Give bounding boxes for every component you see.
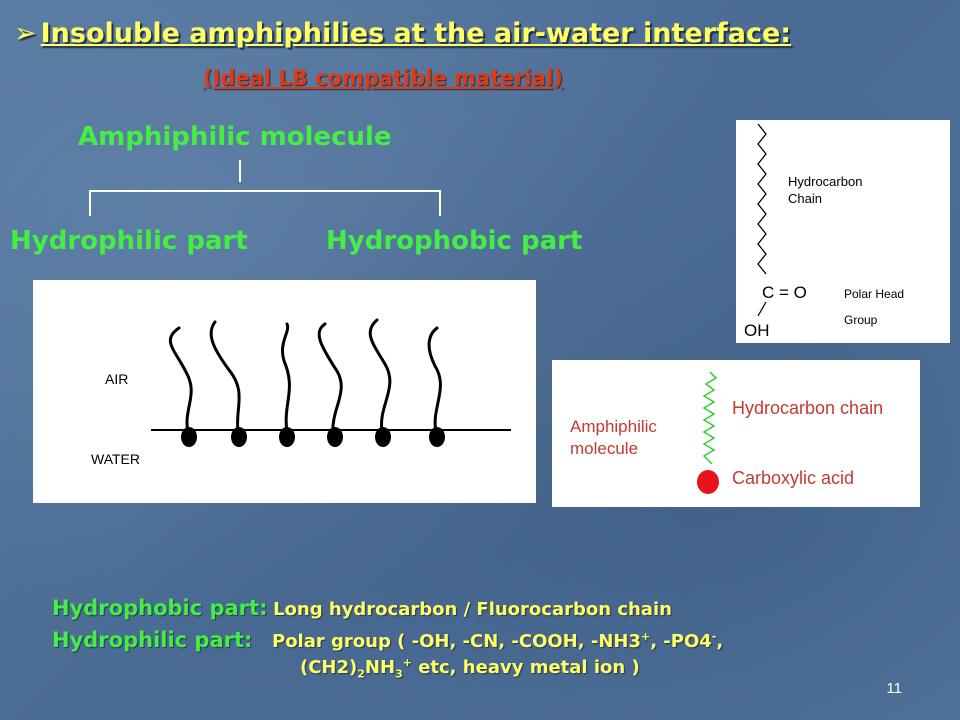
hydrophobic-line: Hydrophobic part: Long hydrocarbon / Flu… xyxy=(52,596,672,620)
amphiphilic-label-2: molecule xyxy=(570,439,638,458)
acid-figure: Amphiphilic molecule Hydrocarbon chain C… xyxy=(552,360,920,507)
hydroxyl-label: OH xyxy=(744,321,770,340)
head-6 xyxy=(429,427,445,447)
tree-bracket-right xyxy=(439,190,441,216)
hydrocarbon-label-2: Chain xyxy=(788,191,822,206)
slide-title: ➢Insoluble amphiphilies at the air-water… xyxy=(14,18,791,49)
polar-heads xyxy=(181,427,445,447)
chain-figure: C = O OH Hydrocarbon Chain Polar Head Gr… xyxy=(736,120,950,343)
hydrophilic-label: Hydrophilic part: xyxy=(52,628,253,652)
hydrophilic-line: Hydrophilic part: Polar group ( -OH, -CN… xyxy=(52,628,723,652)
amphiphile-tails xyxy=(168,318,442,435)
hydrophilic-value-b: , -PO4 xyxy=(650,631,712,652)
tail-2 xyxy=(209,320,241,434)
tail-4 xyxy=(317,322,343,435)
hydrophilic-value-a: Polar group ( -OH, -CN, -COOH, -NH3 xyxy=(272,631,641,652)
arrow-bullet-icon: ➢ xyxy=(14,18,37,49)
hydroxyl-bond xyxy=(757,301,767,317)
superscript-minus: - xyxy=(711,630,717,643)
subscript-2: 2 xyxy=(357,667,365,681)
monolayer-diagram: AIR WATER xyxy=(91,318,511,467)
head-1 xyxy=(181,427,197,447)
hydrophobic-value: Long hydrocarbon / Fluorocarbon chain xyxy=(273,599,672,620)
carboxylic-head xyxy=(697,470,719,494)
head-5 xyxy=(375,427,391,447)
polar-head-label-2: Group xyxy=(844,313,878,327)
carboxylic-acid-label: Carboxylic acid xyxy=(732,468,854,488)
monolayer-figure: AIR WATER xyxy=(33,280,536,503)
carbon-oxygen-label: C = O xyxy=(762,283,807,302)
head-4 xyxy=(327,427,343,447)
tail-5 xyxy=(368,318,392,434)
hydrophilic-value-line2: (CH2)2NH3+ etc, heavy metal ion ) xyxy=(300,656,640,681)
tree-bracket-left xyxy=(89,190,91,216)
tree-root-label: Amphiphilic molecule xyxy=(78,122,392,152)
slide-subtitle: (Ideal LB compatible material) xyxy=(203,66,563,90)
tail-1 xyxy=(168,326,193,435)
green-zigzag-chain xyxy=(702,371,718,465)
hydrophilic-value: Polar group ( -OH, -CN, -COOH, -NH3+, -P… xyxy=(272,630,724,652)
subscript-3: 3 xyxy=(395,667,403,681)
tail-6 xyxy=(427,326,442,434)
superscript-plus-2: + xyxy=(402,656,412,669)
superscript-plus: + xyxy=(640,630,651,643)
polar-head-label-1: Polar Head xyxy=(844,287,904,301)
tree-left-label: Hydrophilic part xyxy=(10,226,248,256)
acid-diagram: Amphiphilic molecule Hydrocarbon chain C… xyxy=(570,371,883,494)
air-label: AIR xyxy=(105,371,128,387)
head-2 xyxy=(231,427,247,447)
tree-right-label: Hydrophobic part xyxy=(326,226,583,256)
line3-c: etc, heavy metal ion ) xyxy=(411,657,640,678)
hydrocarbon-label-1: Hydrocarbon xyxy=(788,174,862,189)
tail-3 xyxy=(281,322,291,434)
hydrocarbon-chain-label: Hydrocarbon chain xyxy=(732,398,883,418)
water-label: WATER xyxy=(91,451,140,467)
hydrophilic-value-c: , xyxy=(716,631,724,652)
chain-diagram: C = O OH Hydrocarbon Chain Polar Head Gr… xyxy=(744,123,904,340)
tree-bracket-horizontal xyxy=(89,190,441,192)
zigzag-chain xyxy=(757,123,767,275)
head-3 xyxy=(279,427,295,447)
page-number: 11 xyxy=(886,680,902,697)
slide-title-text: Insoluble amphiphilies at the air-water … xyxy=(40,18,792,49)
hydrophobic-label: Hydrophobic part: xyxy=(52,596,268,620)
tree-stem-line xyxy=(239,160,241,182)
hydrophilic-line-2: (CH2)2NH3+ etc, heavy metal ion ) xyxy=(300,656,640,681)
line3-b: NH xyxy=(364,657,396,678)
line3-a: (CH2) xyxy=(300,657,358,678)
amphiphilic-label-1: Amphiphilic xyxy=(570,417,657,436)
